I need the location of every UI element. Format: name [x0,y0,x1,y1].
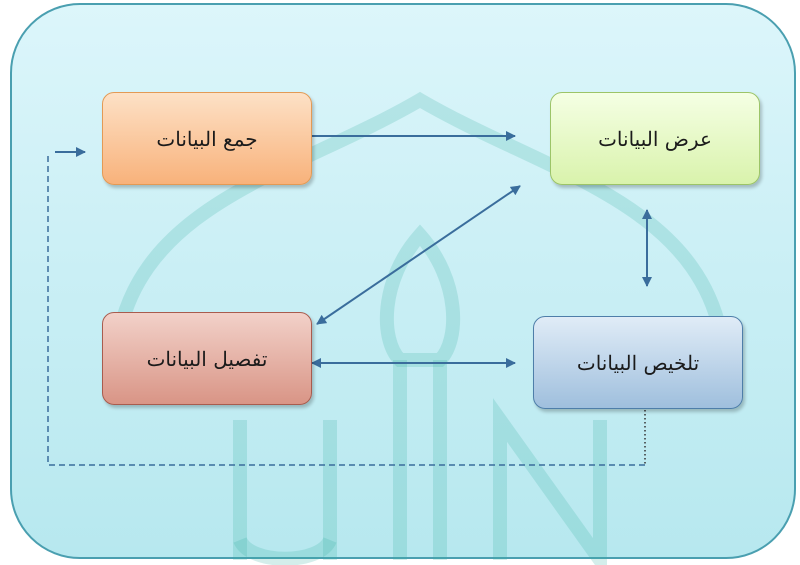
node-display-label: عرض البيانات [598,126,712,151]
node-collect-label: جمع البيانات [156,126,258,151]
node-summary-label: تلخيص البيانات [576,350,700,375]
node-display-data: عرض البيانات [550,92,760,185]
node-collect-data: جمع البيانات [102,92,312,185]
arrow-display-detail [316,185,521,325]
feedback-dashed-loop [47,152,645,466]
node-detail-label: تفصيل البيانات [146,346,268,371]
node-summary-data: تلخيص البيانات [533,316,743,409]
node-detail-data: تفصيل البيانات [102,312,312,405]
